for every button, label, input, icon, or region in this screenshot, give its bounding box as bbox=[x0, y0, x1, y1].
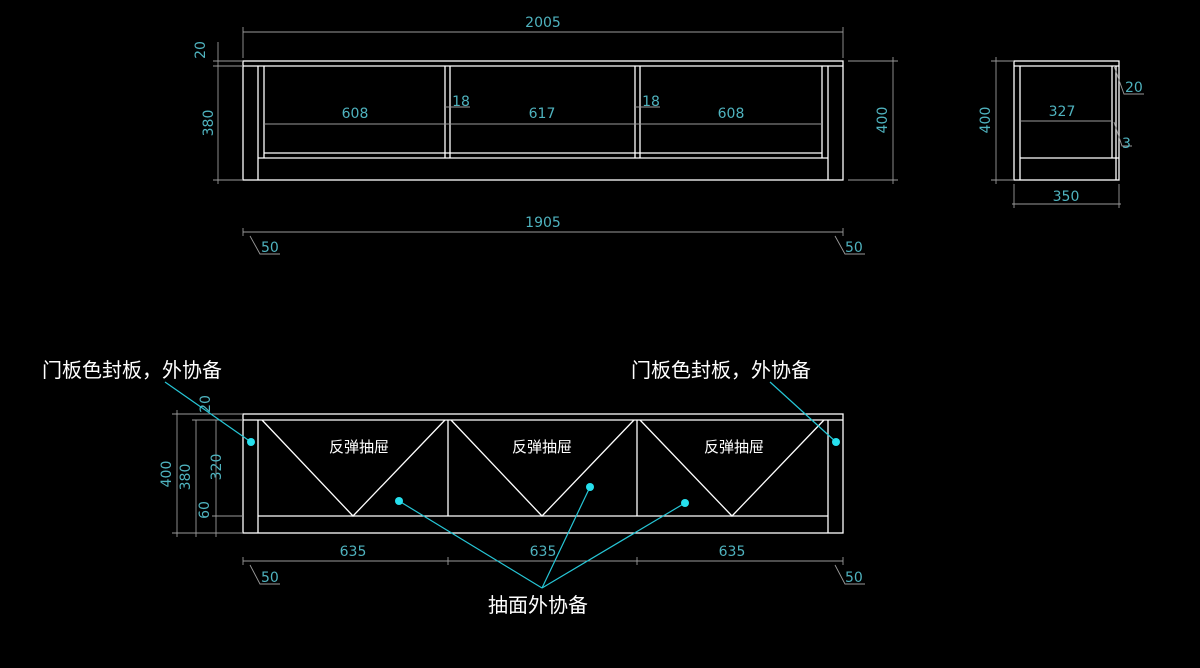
drawer-front-dot-1 bbox=[395, 497, 403, 505]
side-inner-depth-label: 327 bbox=[1049, 104, 1076, 120]
drawer-offset-right-leader bbox=[834, 564, 865, 585]
drawer-offset-right-label: 50 bbox=[845, 570, 863, 586]
front-top-thickness-label: 20 bbox=[193, 41, 209, 59]
drawer-height-inner-label: 380 bbox=[178, 464, 194, 491]
drawer-width-2-label: 635 bbox=[530, 544, 557, 560]
drawer-front-dot-3 bbox=[681, 499, 689, 507]
drawer-3-open-mark bbox=[639, 419, 825, 517]
side-view: 400 327 20 3 350 bbox=[978, 57, 1144, 208]
drawer-width-1-label: 635 bbox=[340, 544, 367, 560]
front-offset-right-label: 50 bbox=[845, 240, 863, 256]
panel-note-right-leader bbox=[769, 381, 837, 443]
front-offset-right-leader bbox=[834, 235, 865, 255]
front-inner-height-label: 380 bbox=[201, 110, 217, 137]
panel-note-left: 门板色封板，外协备 bbox=[42, 358, 222, 382]
drawer-plinth-label: 60 bbox=[197, 501, 213, 519]
front-divider-left-label: 18 bbox=[452, 94, 470, 110]
panel-note-right: 门板色封板，外协备 bbox=[631, 358, 811, 382]
drawer-2-open-mark bbox=[450, 419, 635, 517]
drawer-3-label: 反弹抽屉 bbox=[704, 438, 764, 456]
side-outline bbox=[1013, 60, 1120, 181]
front-bay-left-label: 608 bbox=[342, 106, 369, 122]
panel-note-right-dot bbox=[832, 438, 840, 446]
side-height-label: 400 bbox=[978, 107, 994, 134]
side-gap-leader bbox=[1113, 121, 1132, 147]
drawer-front-dot-2 bbox=[586, 483, 594, 491]
side-top-thickness-leader bbox=[1113, 65, 1144, 95]
drawer-height-total-label: 400 bbox=[159, 461, 175, 488]
front-overall-width-label: 2005 bbox=[525, 15, 561, 31]
panel-note-left-leader bbox=[164, 381, 252, 443]
front-divider-right-label: 18 bbox=[642, 94, 660, 110]
drawer-outline bbox=[242, 413, 844, 534]
drawer-offset-left-leader bbox=[249, 564, 280, 585]
front-outer-height-label: 400 bbox=[875, 107, 891, 134]
side-gap-label: 3 bbox=[1122, 136, 1131, 152]
side-depth-label: 350 bbox=[1053, 189, 1080, 205]
front-bay-middle-label: 617 bbox=[529, 106, 556, 122]
front-bay-right-label: 608 bbox=[718, 106, 745, 122]
front-base-width-label: 1905 bbox=[525, 215, 561, 231]
side-top-thickness-label: 20 bbox=[1125, 80, 1143, 96]
drawer-front-leader-1 bbox=[398, 500, 543, 589]
drawer-2-label: 反弹抽屉 bbox=[512, 438, 572, 456]
annotation-notes: 门板色封板，外协备 门板色封板，外协备 抽面外协备 bbox=[42, 358, 840, 617]
drawer-1-open-mark bbox=[261, 419, 446, 517]
front-offset-left-label: 50 bbox=[261, 240, 279, 256]
drawer-height-drawer-label: 320 bbox=[209, 454, 225, 481]
front-view: 2005 20 380 400 608 18 617 18 608 1905 5… bbox=[193, 15, 898, 256]
drawer-1-label: 反弹抽屉 bbox=[329, 438, 389, 456]
drawer-width-3-label: 635 bbox=[719, 544, 746, 560]
drawer-front-leader-3 bbox=[541, 502, 686, 589]
drawer-offset-left-label: 50 bbox=[261, 570, 279, 586]
panel-note-left-dot bbox=[247, 438, 255, 446]
drawer-front-leader-2 bbox=[541, 486, 591, 589]
drawer-front-note: 抽面外协备 bbox=[488, 593, 588, 617]
front-offset-left-leader bbox=[249, 235, 280, 255]
front-outline bbox=[242, 60, 844, 181]
drawer-view: 反弹抽屉 反弹抽屉 反弹抽屉 400 380 320 60 20 635 635… bbox=[159, 395, 865, 586]
